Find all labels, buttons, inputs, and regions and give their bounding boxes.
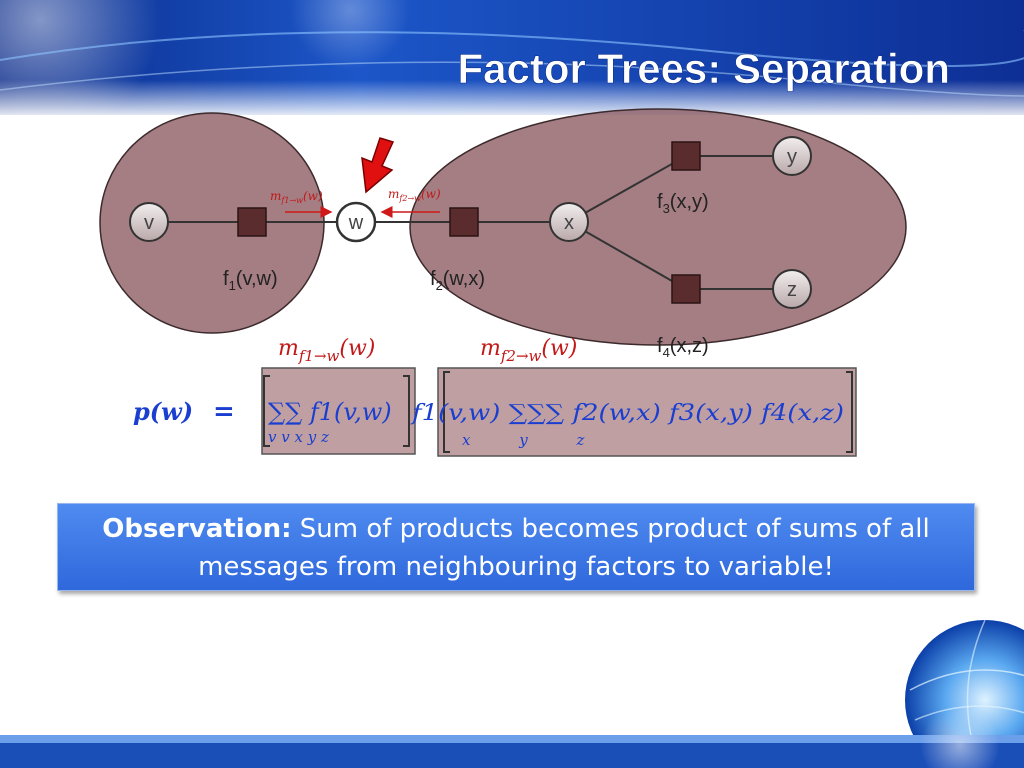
slide-title: Factor Trees: Separation: [458, 45, 951, 92]
svg-text:w: w: [348, 212, 364, 234]
observation-label: Observation:: [102, 514, 292, 544]
message-label-small-m2: mf2→w(w): [388, 187, 441, 203]
variable-node-y: y: [772, 136, 812, 176]
variable-node-x: x: [549, 202, 589, 242]
svg-text:y: y: [787, 146, 797, 168]
message-label-small-m1: mf1→w(w): [270, 189, 323, 205]
variable-node-w: w: [335, 201, 377, 243]
pointer-arrow: [361, 137, 395, 194]
observation-box: Observation: Sum of products becomes pro…: [57, 503, 975, 591]
equation-equals: =: [213, 397, 235, 427]
footer-strip: [0, 705, 1024, 768]
factor-node-f3: [671, 141, 701, 171]
factor-label-f1: f1(v,w): [223, 268, 278, 293]
svg-text:v: v: [144, 212, 154, 234]
message-label-m2: mf2→w(w): [480, 336, 577, 365]
factor-label-f2: f2(w,x): [430, 268, 485, 293]
equation-right-sum-vars: x y z: [462, 431, 606, 449]
observation-text: Sum of products becomes product of sums …: [198, 514, 930, 582]
factor-node-f1: [237, 207, 267, 237]
equation-box-right: [437, 367, 857, 457]
header-background: [0, 0, 1024, 140]
factor-label-f3: f3(x,y): [657, 191, 709, 216]
factor-label-f4: f4(x,z): [657, 335, 709, 360]
right-region: [409, 108, 907, 346]
equation-left-term: ∑∑ f1(v,w): [268, 398, 392, 426]
svg-text:x: x: [564, 212, 574, 234]
equation-right-term: f1(v,w) ∑∑∑ f2(w,x) f3(x,y) f4(x,z): [410, 401, 844, 426]
factor-node-f2: [449, 207, 479, 237]
variable-node-v: v: [129, 202, 169, 242]
equation-left-sum-vars: v v x y z: [268, 428, 329, 446]
factor-node-f4: [671, 274, 701, 304]
message-label-m1: mf1→w(w): [278, 336, 375, 365]
equation-lhs: p(w): [133, 397, 193, 426]
variable-node-z: z: [772, 269, 812, 309]
equation-brackets: [263, 371, 853, 453]
equation-box-left: [261, 367, 416, 455]
svg-text:z: z: [787, 279, 797, 301]
